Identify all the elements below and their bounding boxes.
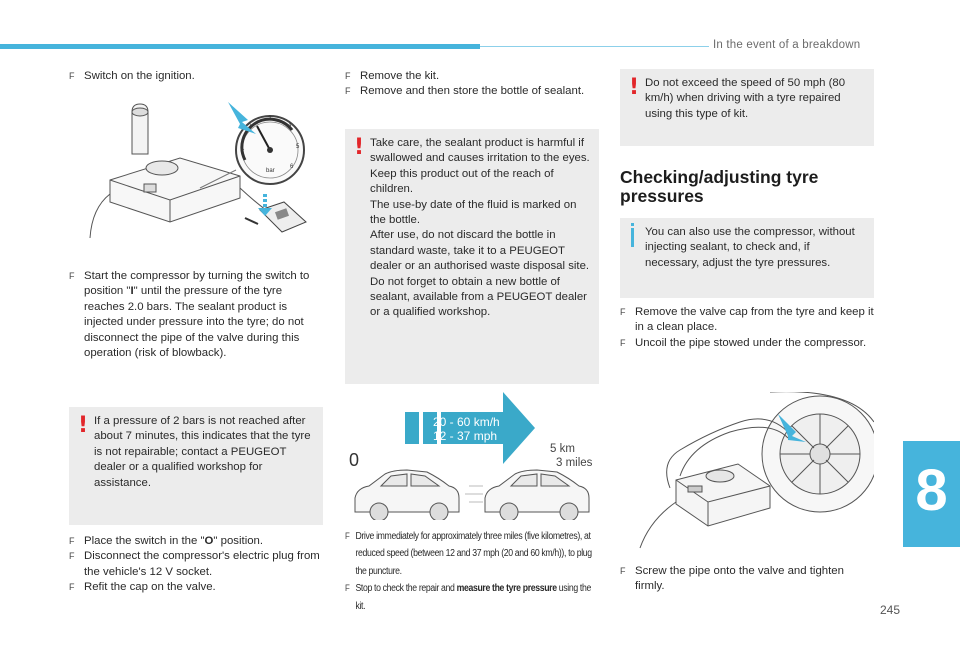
step-remove-valve-cap: F Remove the valve cap from the tyre and… — [620, 306, 874, 334]
note-drive-immediately: F Drive immediately for approximately th… — [345, 531, 592, 577]
distance-km: 5 km — [550, 443, 575, 455]
step-start-compressor: F Start the compressor by turning the sw… — [69, 270, 310, 360]
step-remove-bottle: F Remove and then store the bottle of se… — [345, 85, 585, 98]
gauge-unit: bar — [266, 168, 275, 174]
car-illustration — [354, 469, 460, 520]
warning-box-sealant: ! Take care, the sealant product is harm… — [345, 129, 599, 384]
warning-box-pressure: ! If a pressure of 2 bars is not reached… — [69, 407, 323, 525]
step-disconnect-plug: F Disconnect the compressor's electric p… — [69, 550, 320, 578]
warning-exclamation-icon: ! — [354, 135, 365, 160]
step-refit-cap: F Refit the cap on the valve. — [69, 581, 216, 594]
warning-exclamation-icon: ! — [78, 413, 89, 438]
info-icon — [631, 223, 634, 247]
driving-notes: F Drive immediately for approximately th… — [345, 528, 599, 615]
switch-inset — [258, 194, 307, 233]
gauge-label: 5 — [296, 144, 300, 150]
compressor-gauge-illustration: 1 2 3 4 5 6 bar — [89, 102, 307, 239]
warning-box-speed: ! Do not exceed the speed of 50 mph (80 … — [620, 69, 874, 146]
warning-exclamation-icon: ! — [629, 75, 640, 100]
speed-kmh: 20 - 60 km/h — [433, 415, 500, 429]
steps-list-pressure: F Remove the valve cap from the tyre and… — [620, 305, 874, 351]
chapter-tab — [903, 441, 960, 547]
step-uncoil-pipe: F Uncoil the pipe stowed under the compr… — [620, 336, 867, 349]
speed-distance-illustration: 20 - 60 km/h 12 - 37 mph 5 km 3 miles 0 — [349, 392, 593, 520]
pointer-line — [244, 217, 259, 225]
gauge-label: 3 — [268, 116, 272, 122]
step-screw-pipe: F Screw the pipe onto the valve and tigh… — [620, 565, 844, 593]
gauge-label: 6 — [290, 164, 294, 170]
step-remove-kit: F Remove the kit. — [345, 70, 440, 82]
header-rule — [480, 46, 709, 47]
distance-miles: 3 miles — [556, 457, 593, 469]
arrow-icon — [778, 414, 806, 442]
header-accent-bar — [0, 44, 480, 49]
gauge-label: 2 — [248, 124, 252, 130]
section-heading: Checking/adjusting tyre pressures — [620, 167, 819, 206]
steps-list-finish: F Place the switch in the "O" position. … — [69, 534, 323, 596]
step-switch-on-ignition: F Switch on the ignition. — [69, 69, 323, 84]
start-label: 0 — [349, 450, 359, 470]
car-illustration — [465, 469, 590, 520]
section-title: In the event of a breakdown — [713, 39, 861, 51]
compressor-wheel-illustration — [639, 392, 874, 549]
page-number: 245 — [880, 603, 901, 617]
chapter-number: 8 — [915, 458, 948, 523]
step-switch-off: F Place the switch in the "O" position. — [69, 535, 264, 547]
info-box-compressor: You can also use the compressor, without… — [620, 218, 874, 298]
gauge-label: 4 — [288, 123, 292, 129]
gauge-label: 1 — [241, 146, 245, 152]
arrow-icon — [441, 392, 535, 464]
bullet-marker: F — [69, 71, 75, 81]
speed-mph: 12 - 37 mph — [433, 429, 497, 443]
note-check-repair: F Stop to check the repair and measure t… — [345, 583, 591, 612]
steps-list-remove: F Remove the kit. F Remove and then stor… — [345, 69, 599, 100]
arrow-icon — [228, 102, 256, 134]
